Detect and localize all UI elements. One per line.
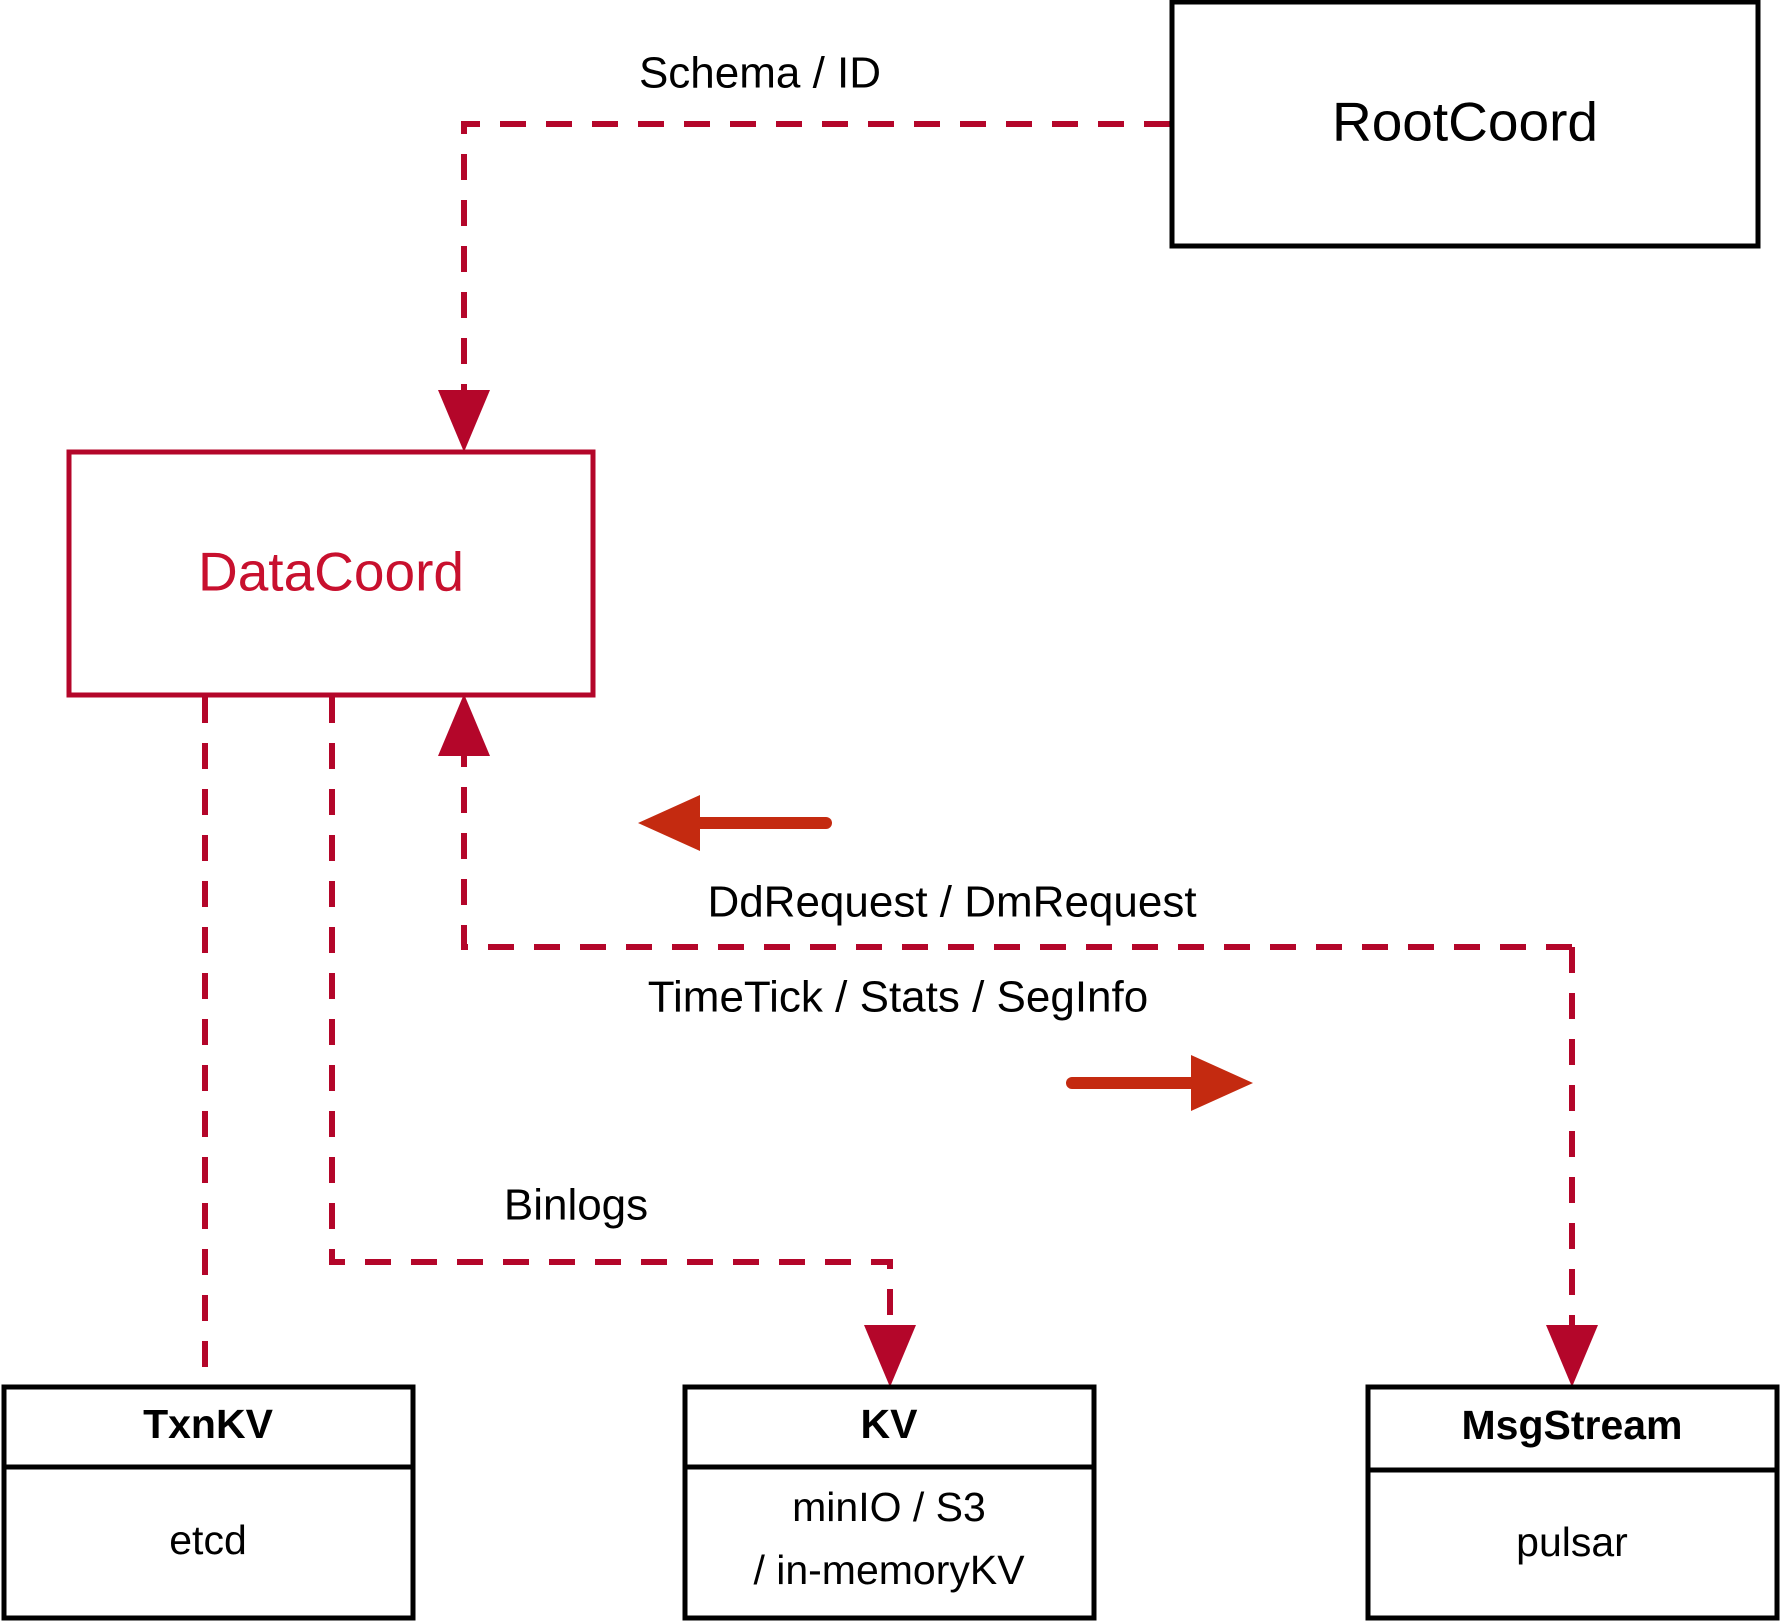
- edge-datacoord-msgstream-arrowhead: [1546, 1325, 1598, 1387]
- edge-label-binlogs: Binlogs: [504, 1181, 648, 1230]
- node-datacoord-title: DataCoord: [198, 541, 464, 603]
- edge-msgstream-datacoord-arrowhead: [438, 694, 490, 756]
- node-kv-subtitle-line1: minIO / S3: [792, 1484, 986, 1530]
- node-rootcoord-title: RootCoord: [1332, 91, 1598, 153]
- edge-datacoord-msgstream: [1546, 947, 1598, 1387]
- direction-arrow-right-head: [1191, 1055, 1253, 1111]
- direction-arrow-right: [1066, 1055, 1253, 1111]
- edge-label-timetick: TimeTick / Stats / SegInfo: [648, 973, 1148, 1022]
- node-datacoord[interactable]: DataCoord: [66, 449, 596, 698]
- node-kv-title: KV: [861, 1401, 919, 1447]
- node-txnkv-subtitle: etcd: [169, 1517, 247, 1563]
- edge-schema-id-path: [461, 121, 1170, 404]
- node-txnkv[interactable]: TxnKV etcd: [1, 1384, 416, 1621]
- node-rootcoord-box[interactable]: [1169, 0, 1761, 249]
- node-msgstream[interactable]: MsgStream pulsar: [1365, 1384, 1780, 1621]
- node-msgstream-subtitle: pulsar: [1516, 1519, 1628, 1565]
- edge-binlogs-path: [329, 697, 893, 1340]
- direction-arrow-left: [638, 795, 832, 851]
- edge-label-ddrequest: DdRequest / DmRequest: [707, 878, 1196, 927]
- node-datacoord-box[interactable]: [66, 449, 596, 698]
- node-kv[interactable]: KV minIO / S3 / in-memoryKV: [682, 1384, 1097, 1621]
- direction-arrow-left-head: [638, 795, 700, 851]
- edge-msgstream-datacoord-path: [461, 745, 1572, 950]
- edge-binlogs: [329, 697, 916, 1387]
- node-msgstream-title: MsgStream: [1461, 1402, 1682, 1448]
- edge-label-schema-id: Schema / ID: [639, 49, 881, 98]
- edge-msgstream-datacoord: [438, 694, 1572, 950]
- edge-schema-id-arrowhead: [438, 390, 490, 452]
- node-txnkv-title: TxnKV: [143, 1401, 274, 1447]
- node-txnkv-box[interactable]: [1, 1384, 416, 1621]
- edge-schema-id: [438, 121, 1170, 452]
- node-msgstream-box[interactable]: [1365, 1384, 1780, 1621]
- node-kv-subtitle-line2: / in-memoryKV: [753, 1547, 1025, 1593]
- node-kv-box[interactable]: [682, 1384, 1097, 1621]
- node-rootcoord[interactable]: RootCoord: [1169, 0, 1761, 249]
- edge-binlogs-arrowhead: [864, 1325, 916, 1387]
